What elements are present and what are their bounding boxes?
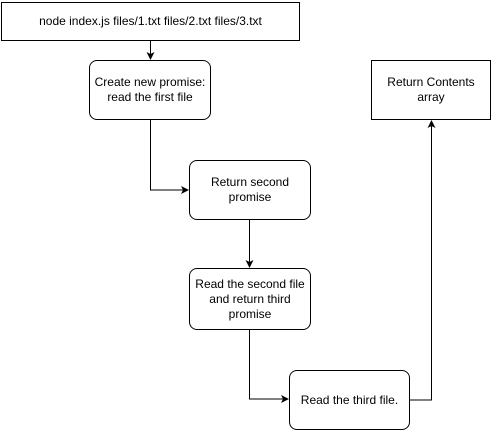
node-read-third-file: Read the third file. <box>289 370 410 430</box>
node-read-second-file: Read the second file and return third pr… <box>189 268 311 330</box>
node-command: node index.js files/1.txt files/2.txt fi… <box>1 2 300 41</box>
node-return-second-promise-label: Return second promise <box>210 175 290 204</box>
node-return-contents-label: Return Contents array <box>387 75 475 104</box>
edge-read-third-to-return-contents <box>410 120 436 401</box>
node-return-second-promise: Return second promise <box>189 160 311 220</box>
node-return-contents: Return Contents array <box>371 60 491 120</box>
node-create-promise: Create new promise: read the first file <box>89 60 211 120</box>
edge-create-promise-to-return-second <box>150 120 189 194</box>
node-create-promise-label: Create new promise: read the first file <box>94 75 206 104</box>
node-read-third-file-label: Read the third file. <box>300 392 399 407</box>
node-command-label: node index.js files/1.txt files/2.txt fi… <box>39 14 262 28</box>
node-read-second-file-label: Read the second file and return third pr… <box>195 276 305 321</box>
edge-read-second-to-read-third <box>249 330 289 403</box>
